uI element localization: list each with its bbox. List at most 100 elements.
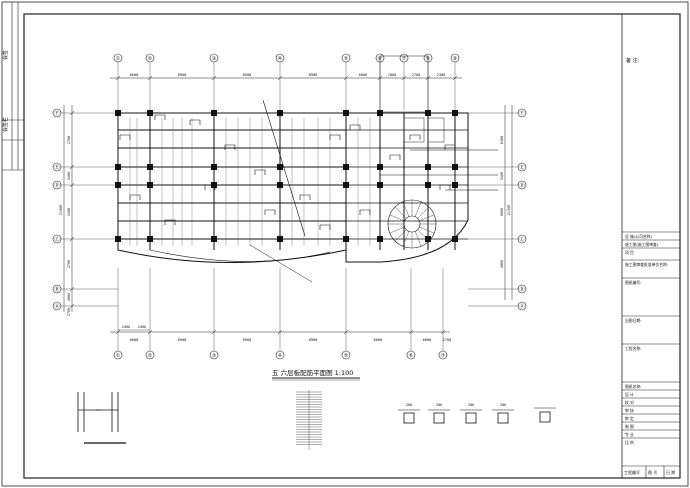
axis-label-bottom: ② [148,353,153,359]
column-mark [377,236,383,242]
strip-label-2: 会签栏 [2,117,9,132]
dim-text-right: 3400 [500,172,504,180]
detail-section [539,411,551,423]
column-mark [277,110,283,116]
column-mark [147,236,153,242]
rebar-mark [264,209,276,215]
dim-text-left: 2700 [67,308,71,316]
dim-tick-left [69,110,75,116]
dim-tick-left [69,164,75,170]
dim-text-top: 8900 [309,73,318,77]
dim-text-left: 3400 [67,172,71,180]
rebar-mark [319,224,331,230]
column-mark [425,182,431,188]
axis-label-top: ⑤ [344,56,348,62]
tb-row-label: 校 对 [625,400,634,405]
detail-section [403,412,415,424]
axis-label-top: ⑧ [426,56,431,62]
column-mark [343,164,349,170]
dim-text-top: 2700 [412,73,421,77]
drawing-title: 五 六层板配筋平面图 1:100 [272,368,353,377]
dim-text-top: 2300 [437,73,446,77]
column-mark [452,182,458,188]
tb-row-label: 设 计 [625,392,634,397]
column-mark [425,236,431,242]
dim-tick-bottom [277,329,283,335]
rebar-mark [444,144,456,150]
dim-tick-left [69,236,75,242]
axis-label-right: Ⓒ [519,236,524,243]
tb-drawing-no: 图 号 [648,469,657,475]
axis-label-right: Ⓐ [519,303,524,310]
dim-text-right: 4800 [500,260,504,268]
axis-label-right: Ⓓ [519,182,524,189]
column-mark [452,164,458,170]
tb-row-label: 制 图 [625,424,634,429]
axis-label-bottom: ③ [212,353,216,359]
slab-edge-inner [149,249,331,262]
column-mark [277,236,283,242]
room-outline [403,117,425,143]
dim-tick-bottom [408,329,414,335]
title-block: 备 注: 设 施(公司名称)施工图(施工图审查)项 目施工图审查批准单位名称:图… [621,14,680,478]
dim-tick-bottom [147,329,153,335]
leader-line [262,99,306,237]
dim-tick-left [69,182,75,188]
axis-label-left: Ⓑ [54,286,59,293]
column-mark [377,182,383,188]
dim-text-top: 8900 [178,73,187,77]
column-mark [452,110,458,116]
stair-tread [394,229,407,242]
tb-row-label: 工程名称: [625,346,641,351]
axis-label-top: ② [148,56,153,62]
axis-label-left: Ⓕ [54,110,59,117]
dim-tick-top [147,75,153,81]
tb-row-label: 施工图(施工图审查) [625,242,659,247]
stair-tread [419,226,435,234]
rebar-mark [254,169,266,175]
tb-project-no: 工程编号 [624,469,640,475]
inner-border [23,13,681,479]
dim-tick-top [452,75,458,81]
detail-section [465,412,477,424]
room-outline [427,117,445,143]
tb-row-label: 比 例 [625,440,634,445]
dim-text-left-total: 21900 [59,205,63,215]
dim-text-bottom: 8900 [309,338,318,342]
rebar-mark [409,134,421,140]
rebar-mark [154,114,166,120]
rebar-mark [349,124,361,130]
rebar-mark [389,154,401,160]
axis-label-bottom: ⑦ [441,353,446,359]
axis-label-right: Ⓕ [519,110,524,117]
dim-text-right: 6300 [500,136,504,144]
axis-label-top: ⑥ [378,56,383,62]
column-mark [377,164,383,170]
dim-text-top: 6600 [359,73,368,77]
dim-text-bottom-detail: 2400 [122,325,130,329]
axis-label-top: ③ [212,56,216,62]
axis-label-bottom: ④ [278,353,283,359]
tb-row-label: 施工图审查批准单位名称: [625,262,668,267]
rebar-mark [129,194,141,200]
tb-row-label: 专 业 [625,432,634,437]
rebar-mark [189,119,201,125]
column-mark [147,110,153,116]
tb-row-label: 图纸编号: [625,280,641,285]
axis-label-top: ① [116,56,121,62]
dim-text-bottom: 2700 [443,338,452,342]
slab-outline [117,112,469,263]
dim-text-top: 6600 [130,73,139,77]
dim-tick-bottom [115,329,121,335]
stair-tread [414,231,422,247]
rebar-mark [439,184,451,190]
remark-label: 备 注: [626,57,640,64]
dim-tick-left [69,286,75,292]
stair-tread [417,206,430,219]
axis-label-top: ⑨ [453,56,457,62]
axis-label-bottom: ⑥ [409,353,414,359]
detail-section [433,412,445,424]
dim-tick-bottom [343,329,349,335]
column-mark [343,110,349,116]
